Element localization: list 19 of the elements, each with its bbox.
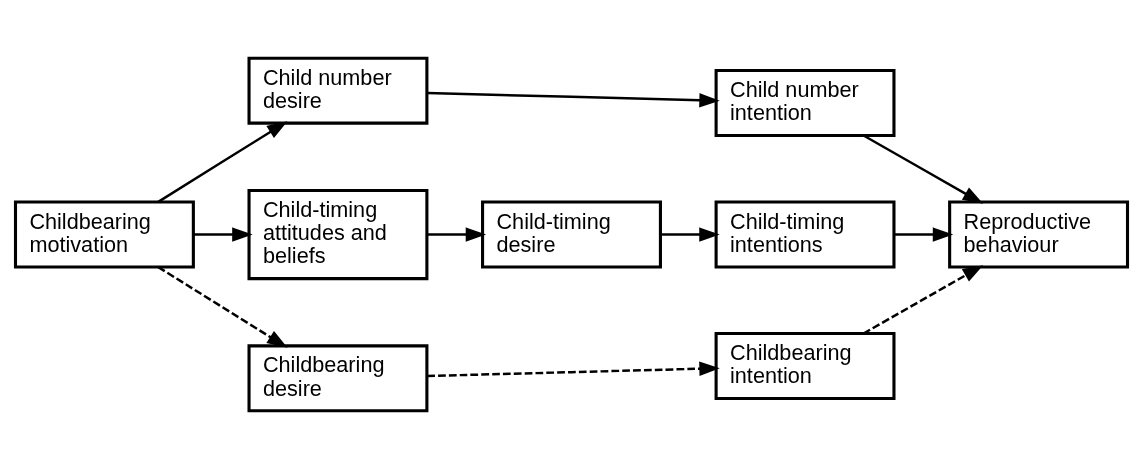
- arrow: [427, 361, 720, 377]
- arrow: [862, 133, 984, 204]
- node-box: Child-timing desire: [481, 199, 662, 269]
- node-box: Child number desire: [247, 56, 429, 125]
- arrow: [193, 226, 253, 242]
- arrow: [894, 226, 954, 242]
- arrow: [862, 264, 984, 335]
- node-box: Child-timing intentions: [714, 199, 896, 269]
- node-box: Childbearing intention: [714, 331, 896, 400]
- node-box: Reproductive behaviour: [948, 199, 1130, 269]
- arrow: [660, 226, 720, 242]
- arrow: [427, 91, 720, 107]
- arrow: [427, 226, 487, 242]
- node-box: Child-timing attitudes and beliefs: [247, 188, 429, 280]
- node-box: Childbearing desire: [247, 343, 429, 412]
- node-box: Childbearing motivation: [13, 199, 195, 269]
- node-box: Child number intention: [714, 68, 896, 137]
- arrow: [157, 120, 288, 203]
- arrow: [157, 265, 288, 348]
